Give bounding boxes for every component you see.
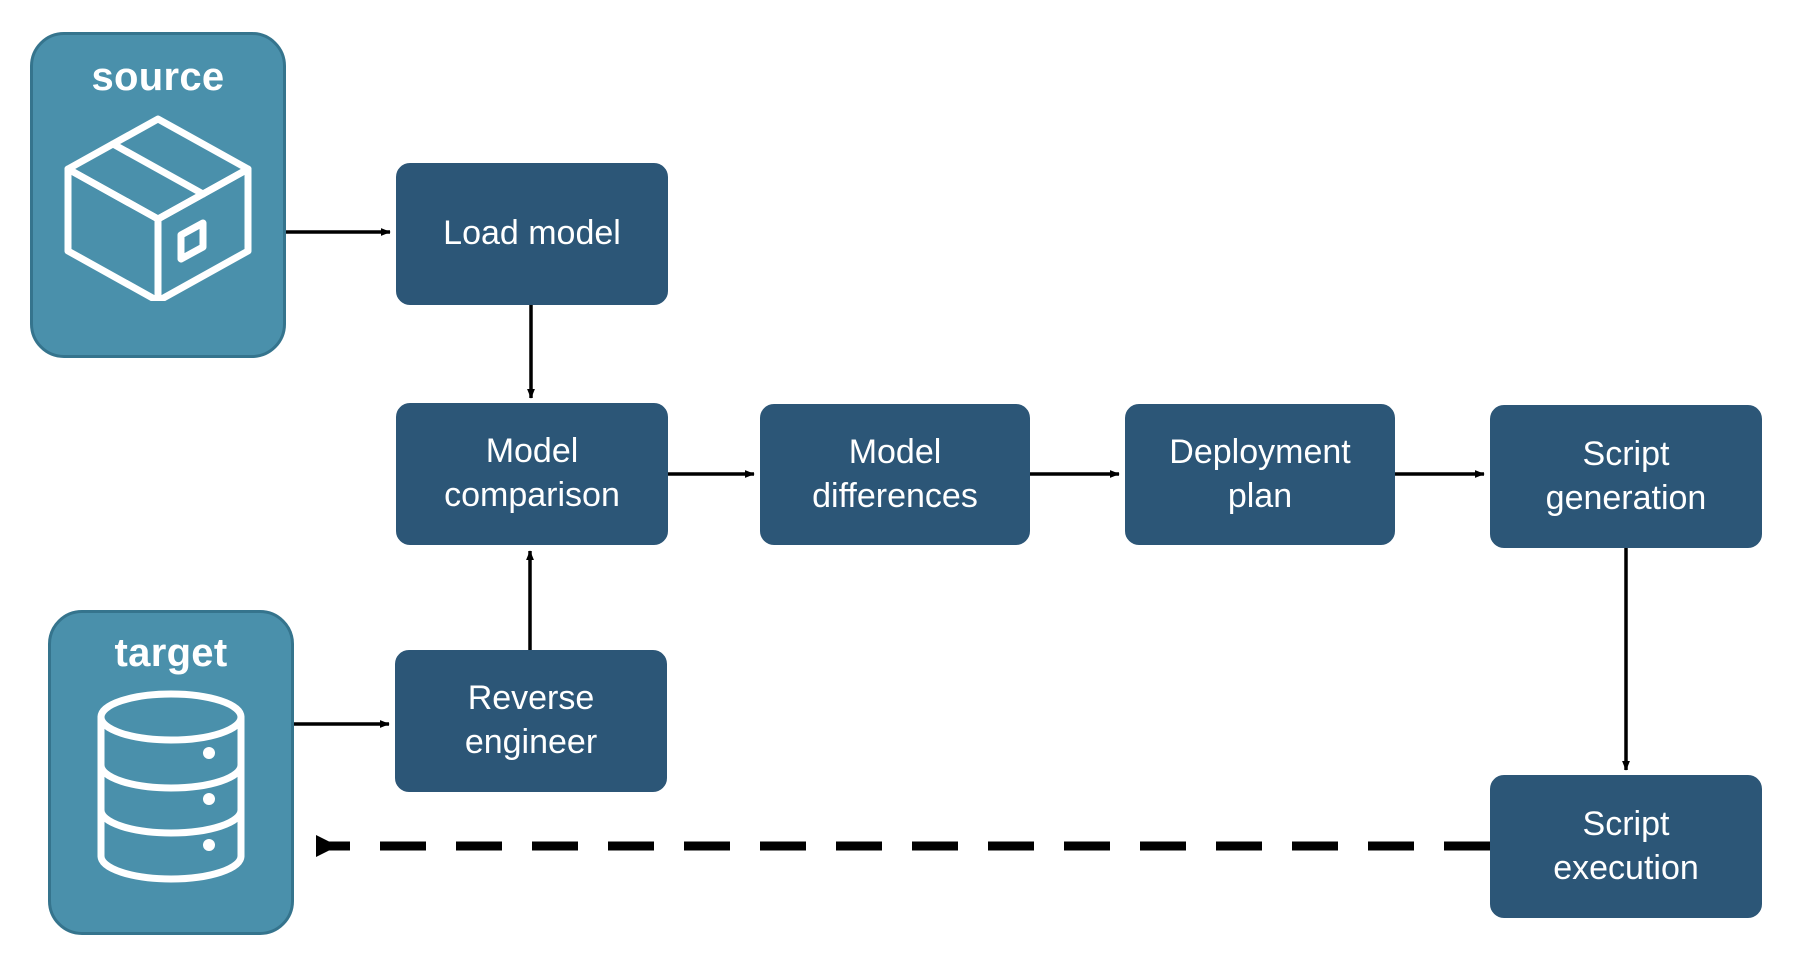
process-deployment-plan-line-2: plan bbox=[1227, 476, 1293, 515]
process-model-comparison-line-2: comparison bbox=[444, 476, 620, 514]
process-load-model-line-1: Load model bbox=[443, 214, 621, 253]
database-cylinder-icon bbox=[91, 689, 251, 889]
process-load-model[interactable]: Load model bbox=[396, 163, 668, 305]
process-script-generation-line-2: generation bbox=[1545, 478, 1707, 517]
package-box-icon bbox=[58, 111, 258, 306]
process-model-differences-line-1: Model bbox=[848, 432, 942, 471]
process-script-execution-line-1: Script bbox=[1582, 804, 1670, 843]
process-script-execution[interactable]: Script execution bbox=[1490, 775, 1762, 918]
process-model-differences-line-2: differences bbox=[812, 476, 978, 515]
process-reverse-engineer-line-2: engineer bbox=[464, 723, 598, 761]
process-model-differences[interactable]: Model differences bbox=[760, 404, 1030, 545]
endpoint-source[interactable]: source bbox=[30, 32, 286, 358]
endpoint-source-label: source bbox=[91, 55, 225, 99]
process-deployment-plan-line-1: Deployment bbox=[1169, 432, 1351, 471]
process-reverse-engineer[interactable]: Reverse engineer bbox=[395, 650, 667, 792]
process-script-execution-line-2: execution bbox=[1553, 848, 1699, 887]
process-model-comparison-line-1: Model bbox=[485, 432, 579, 471]
process-reverse-engineer-line-1: Reverse bbox=[467, 679, 595, 718]
process-model-comparison[interactable]: Model comparison bbox=[396, 403, 668, 545]
endpoint-target-label: target bbox=[114, 631, 228, 675]
endpoint-target[interactable]: target bbox=[48, 610, 294, 935]
process-deployment-plan[interactable]: Deployment plan bbox=[1125, 404, 1395, 545]
process-script-generation[interactable]: Script generation bbox=[1490, 405, 1762, 548]
process-script-generation-line-1: Script bbox=[1582, 434, 1670, 473]
